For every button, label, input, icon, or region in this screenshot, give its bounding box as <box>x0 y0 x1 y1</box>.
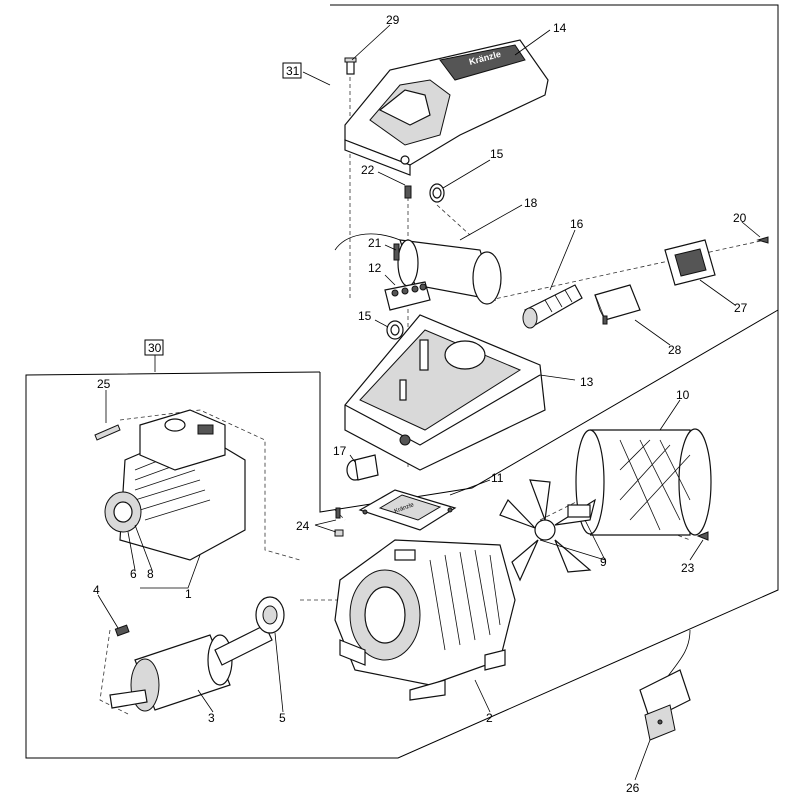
screw-part <box>344 57 357 75</box>
gasket-part <box>358 489 457 531</box>
seal-ring-part <box>386 320 404 340</box>
part-number-label: 8 <box>147 567 154 581</box>
part-number-label: 23 <box>681 561 695 575</box>
bearing-part <box>255 596 285 634</box>
key-part <box>114 624 130 637</box>
part-number-label: 22 <box>361 163 375 177</box>
screw-part <box>404 185 412 199</box>
screw-and-nut-part <box>334 507 344 537</box>
part-number-label: 28 <box>668 343 682 357</box>
screw-part <box>696 531 709 541</box>
cable-gland-part <box>522 284 583 329</box>
cable-gland-part <box>346 454 379 481</box>
assembly-31-label-box <box>282 62 302 79</box>
part-number-label: 24 <box>296 519 310 533</box>
part-number-label: 26 <box>626 781 640 795</box>
part-number-label: 1 <box>185 587 192 601</box>
part-number-label: 11 <box>491 471 504 485</box>
assembly-30-label-box <box>144 339 164 356</box>
part-number-label: 20 <box>733 211 747 225</box>
part-number-label: 13 <box>580 375 594 389</box>
part-number-label: 9 <box>600 555 607 569</box>
part-number-label: 2 <box>486 711 493 725</box>
assembly-31-boundary <box>319 4 779 513</box>
terminal-block-part <box>384 281 431 311</box>
part-number-label: 27 <box>734 301 748 315</box>
part-number-label: 31 <box>286 64 300 78</box>
assembly-30-boundary <box>25 310 779 759</box>
screw-part <box>756 236 769 244</box>
part-number-label: 6 <box>130 567 137 581</box>
terminal-box-part <box>344 314 546 471</box>
part-number-label: 15 <box>490 147 504 161</box>
part-number-label: 16 <box>570 217 584 231</box>
part-number-label: 14 <box>553 21 567 35</box>
part-number-labels: 29 14 31 22 15 18 16 20 21 12 15 27 28 1… <box>93 13 748 795</box>
part-number-label: 10 <box>676 388 690 402</box>
switch-frame-part <box>664 239 716 286</box>
switch-part <box>594 284 641 325</box>
part-number-label: 17 <box>333 444 347 458</box>
part-number-label: 15 <box>358 309 372 323</box>
motor-endshield-part <box>104 409 246 561</box>
screw-part <box>94 424 121 441</box>
top-cover-part: Kränzle <box>344 39 549 176</box>
part-number-label: 21 <box>368 236 382 250</box>
power-plug-part <box>639 629 691 741</box>
leader-lines <box>97 24 761 781</box>
part-number-label: 29 <box>386 13 400 27</box>
part-number-label: 4 <box>93 583 100 597</box>
part-number-label: 18 <box>524 196 538 210</box>
motor-housing-part <box>334 539 516 701</box>
screw-part <box>393 243 400 261</box>
rotor-part <box>109 624 273 712</box>
fan-part <box>499 479 596 582</box>
seal-ring-part <box>429 183 445 203</box>
part-number-label: 5 <box>279 711 286 725</box>
part-number-label: 30 <box>148 341 162 355</box>
fan-cover-part <box>575 428 712 536</box>
part-number-label: 3 <box>208 711 215 725</box>
part-number-label: 12 <box>368 261 382 275</box>
part-number-label: 25 <box>97 377 111 391</box>
